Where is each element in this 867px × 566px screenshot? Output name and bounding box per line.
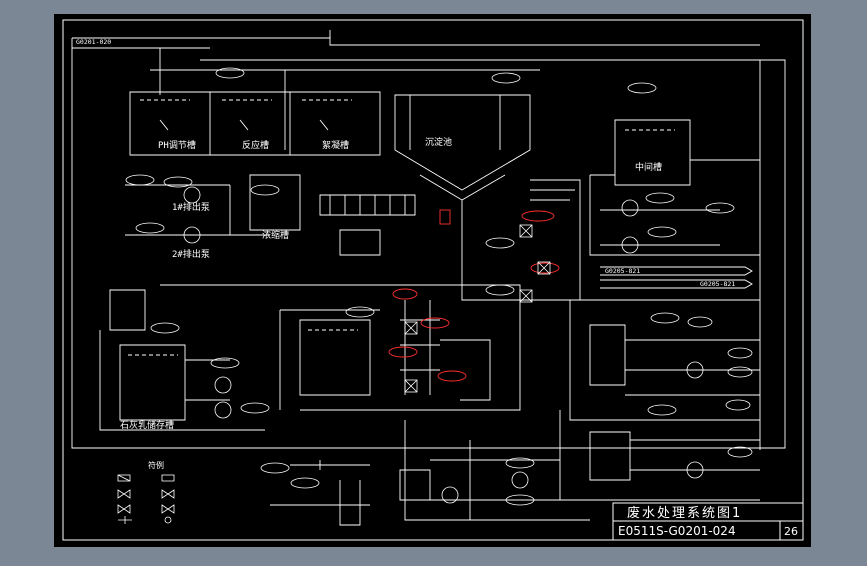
right-arrow-tag-2: G0205-821 bbox=[700, 280, 735, 288]
sludge-tank-label: 浓缩槽 bbox=[262, 229, 289, 241]
mixer-boxes bbox=[404, 224, 551, 393]
alarm-tags bbox=[388, 209, 560, 382]
pump2-label: 2#排出泵 bbox=[172, 248, 210, 260]
title-block: 废水处理系统图1 E0511S-G0201-024 26 bbox=[612, 502, 804, 541]
right-arrow-tag-1: G0205-821 bbox=[605, 267, 640, 275]
clarifier-label: 沉淀池 bbox=[425, 136, 452, 148]
sheet-number: 26 bbox=[784, 525, 798, 538]
flocculation-tank-label: 絮凝槽 bbox=[322, 139, 349, 151]
tank-labels: PH调节槽 反应槽 絮凝槽 沉淀池 中间槽 浓缩槽 石灰乳储存槽 1#排出泵 2… bbox=[120, 136, 662, 431]
top-left-line-tag: G0201-020 bbox=[76, 38, 111, 46]
instrument-tags bbox=[125, 67, 753, 506]
legend-heading: 符例 bbox=[148, 460, 164, 470]
reaction-tank-label: 反应槽 bbox=[242, 139, 269, 151]
middle-tank-label: 中间槽 bbox=[635, 161, 662, 173]
drawing-border bbox=[62, 19, 804, 541]
drawing-number: E0511S-G0201-024 bbox=[618, 524, 736, 538]
legend: 符例 bbox=[117, 460, 175, 524]
drawing-sheet bbox=[54, 14, 811, 547]
drawing-title: 废水处理系统图1 bbox=[627, 505, 742, 521]
line-tags: G0201-020 G0205-821 G0205-821 bbox=[76, 38, 735, 288]
pump1-label: 1#排出泵 bbox=[172, 201, 210, 213]
lime-tank-label: 石灰乳储存槽 bbox=[120, 419, 174, 431]
ph-tank-label: PH调节槽 bbox=[158, 139, 196, 151]
piping-network bbox=[71, 30, 786, 526]
